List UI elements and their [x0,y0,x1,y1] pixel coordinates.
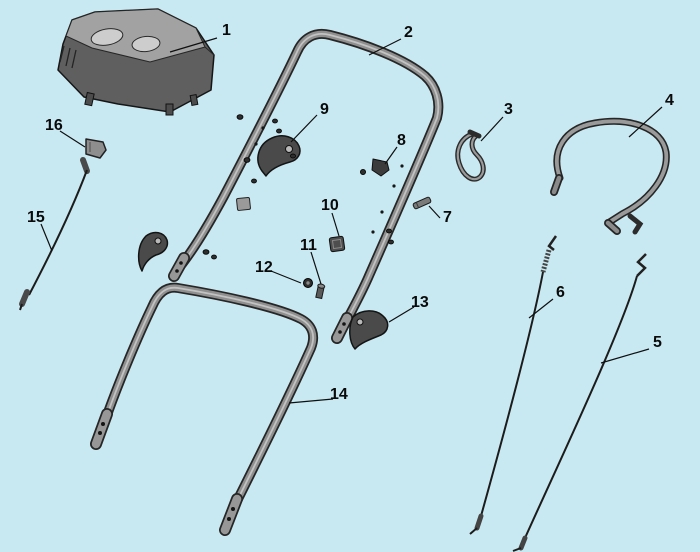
part-label-3: 3 [504,101,513,118]
part-1-top-cover [57,8,215,116]
part-2-upper-handle [168,29,444,344]
part-6-cable [469,235,558,535]
hardware-screws [202,114,394,260]
part-label-11: 11 [300,237,317,254]
part-label-2: 2 [404,24,413,41]
part-label-9: 9 [320,101,329,118]
part-label-13: 13 [411,294,429,311]
part-9-trigger-lever [257,135,301,177]
part-label-1: 1 [222,22,231,39]
part-15-short-cable [19,157,90,311]
part-label-14: 14 [330,386,348,403]
part-label-15: 15 [27,209,45,226]
part-label-7: 7 [443,209,452,226]
part-11-bolt [315,283,326,300]
part-label-6: 6 [556,284,565,301]
square-pad [236,196,251,211]
part-8-latch [359,158,390,177]
part-7-pin [412,196,432,210]
part-label-10: 10 [321,197,339,214]
part-10-pad [328,235,346,253]
lock-lever [137,231,169,272]
part-label-5: 5 [653,334,662,351]
part-label-8: 8 [397,132,406,149]
part-13-lever [349,310,389,350]
part-label-12: 12 [255,259,273,276]
part-16-cap [85,138,107,159]
part-3-clip [455,129,486,182]
leader-lines [40,37,663,404]
part-labels: 1 2 3 4 5 6 7 8 9 10 11 12 13 14 15 16 [27,22,674,403]
part-5-cable [512,253,647,552]
part-12-grommet [303,278,313,288]
part-label-4: 4 [665,92,674,109]
part-4-bail-wire [550,117,670,235]
part-14-lower-handle [90,282,319,536]
part-label-16: 16 [45,117,63,134]
